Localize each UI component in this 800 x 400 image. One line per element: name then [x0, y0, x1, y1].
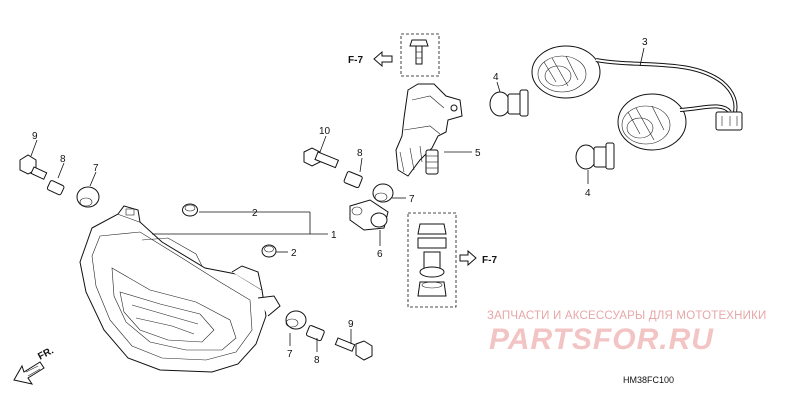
headlight-assembly: [79, 205, 281, 373]
callout-1: 1: [331, 230, 337, 241]
callout-2-upper: 2: [252, 208, 258, 219]
bolt-upper-left: [19, 154, 48, 180]
rubber-mount-center: [372, 183, 394, 203]
bolt-lower-right: [334, 337, 373, 361]
socket-harness: [531, 45, 743, 151]
callout-6: 6: [377, 249, 383, 260]
rubber-mount-upper-left: [76, 186, 100, 208]
collar-upper-left: [46, 180, 65, 196]
collar-lower-right: [305, 325, 325, 342]
callout-5: 5: [475, 148, 481, 159]
watermark-line1: ЗАПЧАСТИ И АКСЕССУАРЫ ДЛЯ МОТОТЕХНИКИ: [487, 310, 767, 322]
bulb-lower: [575, 142, 615, 170]
watermark-logo-text: PARTSFOR.RU: [489, 323, 714, 356]
callout-7-upper: 7: [93, 163, 99, 174]
rubber-mount-lower-right: [285, 310, 307, 330]
callout-4-upper: 4: [493, 72, 499, 83]
rubber-mount-bracket: [349, 199, 389, 231]
callout-labels: 9 8 7 2 1 2 7 8 9 10 8 7 6 5 3 4 4: [32, 37, 648, 366]
ref-arrow-top: [373, 50, 393, 68]
callout-9-lower: 9: [348, 319, 354, 330]
bulb-upper: [489, 89, 529, 117]
bolt-center: [303, 147, 340, 169]
grommet-upper: [182, 203, 198, 217]
callout-2-lower: 2: [291, 248, 297, 259]
leader-lines: [30, 47, 645, 352]
callout-3: 3: [642, 37, 648, 48]
ref-box-top: [400, 33, 440, 77]
callout-8-center: 8: [357, 148, 363, 159]
front-direction-arrow: [13, 361, 45, 385]
ref-box-right: [407, 212, 457, 308]
ref-arrow-right: [459, 249, 477, 267]
ref-label-top: F-7: [348, 55, 363, 66]
callout-10: 10: [319, 126, 331, 137]
collar-center: [343, 171, 363, 189]
diagram-code: HM38FC100: [623, 375, 674, 385]
callout-8-upper: 8: [60, 154, 66, 165]
grommet-lower: [261, 244, 277, 258]
watermark: ЗАПЧАСТИ И АКСЕССУАРЫ ДЛЯ МОТОТЕХНИКИ PA…: [487, 310, 767, 356]
direction-label: FR.: [36, 345, 56, 362]
callout-8-lower: 8: [314, 355, 320, 366]
callout-7-lower: 7: [287, 349, 293, 360]
callout-9-upper: 9: [32, 131, 38, 142]
headlight-stay: [395, 83, 463, 177]
callout-7-center: 7: [409, 194, 415, 205]
callout-4-lower: 4: [585, 188, 591, 199]
ref-label-right: F-7: [482, 255, 497, 266]
